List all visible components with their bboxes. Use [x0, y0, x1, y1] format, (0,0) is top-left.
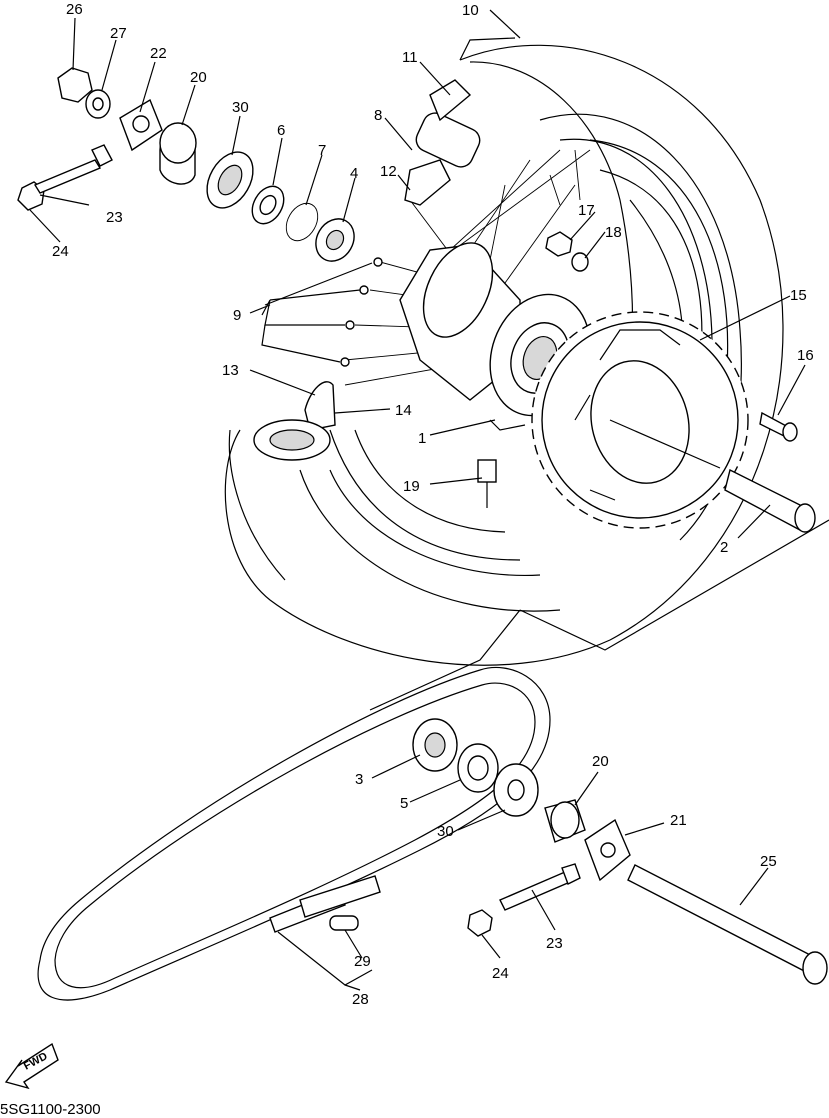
callout-29: 29 — [354, 953, 371, 970]
callout-20-lower: 20 — [592, 753, 609, 770]
callout-5: 5 — [400, 795, 408, 812]
callout-labels: 26 27 22 20 30 6 7 4 8 10 11 12 23 24 9 … — [52, 1, 814, 1008]
callout-24-lower: 24 — [492, 965, 509, 982]
callout-28: 28 — [352, 991, 369, 1008]
callout-16: 16 — [797, 347, 814, 364]
callout-10: 10 — [462, 2, 479, 19]
callout-6: 6 — [277, 122, 285, 139]
callout-8: 8 — [374, 107, 382, 124]
callout-23-upper: 23 — [106, 209, 123, 226]
callout-20-upper: 20 — [190, 69, 207, 86]
callout-11: 11 — [402, 49, 418, 66]
callout-22: 22 — [150, 45, 167, 62]
callout-23-lower: 23 — [546, 935, 563, 952]
callout-24-upper: 24 — [52, 243, 69, 260]
callout-2: 2 — [720, 539, 728, 556]
callout-14: 14 — [395, 402, 412, 419]
drive-chain — [37, 666, 551, 1001]
callout-25: 25 — [760, 853, 777, 870]
collar — [724, 468, 816, 533]
left-axle-parts — [17, 67, 355, 262]
fwd-arrow-icon: FWD — [4, 1042, 59, 1090]
callout-9: 9 — [233, 307, 241, 324]
callout-18: 18 — [605, 224, 622, 241]
hub — [399, 242, 591, 431]
callout-17: 17 — [578, 202, 595, 219]
callout-1: 1 — [418, 430, 426, 447]
sprocket-fasteners — [545, 231, 798, 442]
diagram-code: 5SG1100-2300 — [0, 1101, 101, 1118]
callout-27: 27 — [110, 25, 127, 42]
callout-3: 3 — [355, 771, 363, 788]
spoke-nipples — [340, 257, 383, 367]
assembly-divider-lines — [369, 519, 829, 711]
chain-link-segment — [269, 875, 381, 933]
callout-26: 26 — [66, 1, 83, 18]
rear-tire — [224, 37, 784, 666]
right-axle-parts — [412, 718, 828, 985]
callout-19: 19 — [403, 478, 420, 495]
callout-7: 7 — [318, 142, 326, 159]
callout-30-lower: 30 — [437, 823, 454, 840]
callout-30-upper: 30 — [232, 99, 249, 116]
callout-13: 13 — [222, 362, 239, 379]
leader-lines — [29, 9, 806, 991]
sprocket — [531, 311, 749, 529]
callout-4: 4 — [350, 165, 358, 182]
rim-lock — [404, 79, 481, 206]
callout-21: 21 — [670, 812, 687, 829]
valve-parts — [253, 381, 497, 508]
callout-15: 15 — [790, 287, 807, 304]
callout-12: 12 — [380, 163, 397, 180]
